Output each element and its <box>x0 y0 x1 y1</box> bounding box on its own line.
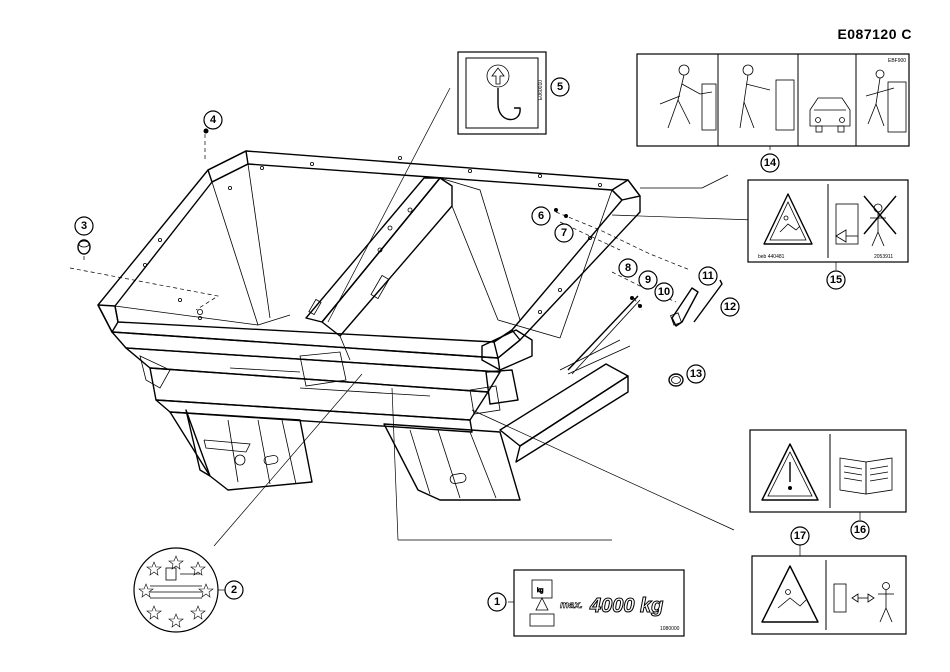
svg-text:9: 9 <box>645 274 651 286</box>
callout-1: 1 <box>488 593 506 611</box>
callout-6: 6 <box>532 207 550 225</box>
svg-text:12: 12 <box>724 301 736 313</box>
load-capacity-value: 4000 kg <box>589 595 663 617</box>
load-capacity-max-label: max. <box>560 600 583 611</box>
callout-12: 12 <box>721 298 739 316</box>
callout-16: 16 <box>851 521 869 539</box>
callout-5: 5 <box>551 78 569 96</box>
hopper-assembly <box>98 151 640 500</box>
callout-17: 17 <box>791 527 809 545</box>
svg-text:5: 5 <box>557 81 563 93</box>
callout-4: 4 <box>204 111 222 129</box>
svg-text:11: 11 <box>702 270 714 282</box>
small-parts <box>78 129 722 387</box>
svg-text:1: 1 <box>494 596 500 608</box>
svg-text:17: 17 <box>794 530 806 542</box>
callout-7: 7 <box>555 224 573 242</box>
svg-text:8: 8 <box>625 262 631 274</box>
leader-lines <box>70 88 860 602</box>
svg-text:kg: kg <box>537 588 543 594</box>
callout-15: 15 <box>827 271 845 289</box>
svg-text:7: 7 <box>561 227 567 239</box>
keep-distance-decal <box>752 556 906 634</box>
callout-10: 10 <box>655 283 673 301</box>
svg-text:2: 2 <box>231 584 237 596</box>
svg-text:EBF900: EBF900 <box>888 58 906 64</box>
svg-text:3: 3 <box>81 220 87 232</box>
read-manual-decal <box>750 430 906 512</box>
callout-9: 9 <box>639 271 657 289</box>
svg-text:10: 10 <box>658 286 670 298</box>
svg-text:4: 4 <box>210 114 217 126</box>
round-eu-sticker <box>134 548 218 632</box>
callout-13: 13 <box>687 365 705 383</box>
callout-3: 3 <box>75 217 93 235</box>
svg-text:13: 13 <box>690 368 702 380</box>
callout-11: 11 <box>699 267 717 285</box>
callout-2: 2 <box>225 581 243 599</box>
decal-15-code-left: beb 440481 <box>758 254 785 260</box>
load-capacity-decal: kg max. 4000 kg 1080000 <box>514 570 684 636</box>
svg-text:15: 15 <box>830 274 842 286</box>
danger-zone-decal: beb 440481 2053911 <box>748 180 908 262</box>
callout-8: 8 <box>619 259 637 277</box>
lifting-hook-decal: E060010 <box>458 52 546 134</box>
svg-text:14: 14 <box>764 157 777 169</box>
load-capacity-code: 1080000 <box>660 626 680 632</box>
svg-text:6: 6 <box>538 210 544 222</box>
callout-14: 14 <box>761 154 779 172</box>
decal-15-code-right: 2053911 <box>874 254 893 260</box>
operating-instructions-decal: EBF900 <box>637 54 909 146</box>
svg-text:E060010: E060010 <box>538 80 544 100</box>
svg-text:16: 16 <box>854 524 866 536</box>
